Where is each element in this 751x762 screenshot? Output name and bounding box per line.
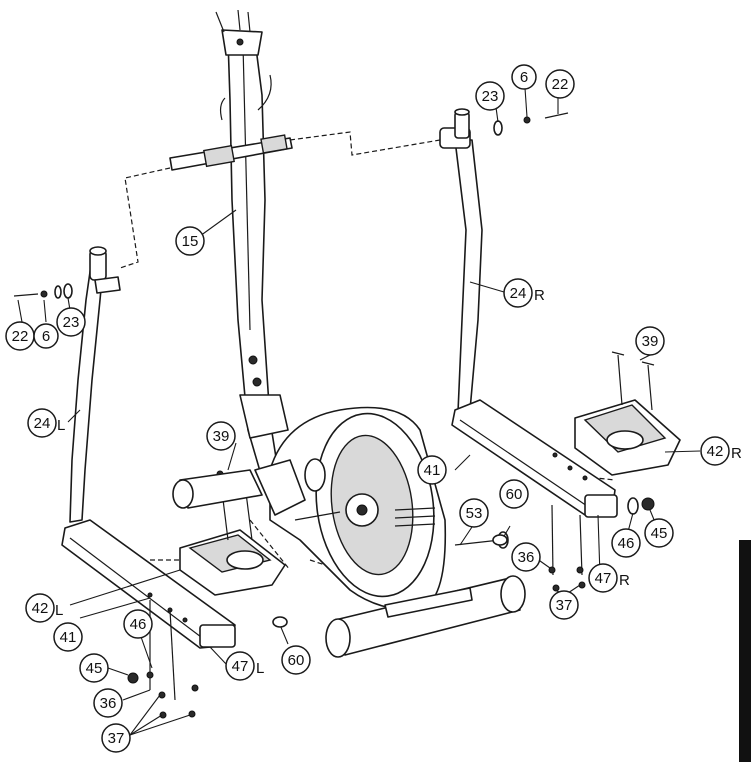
right-base-rail (451, 399, 655, 592)
svg-text:42: 42 (707, 443, 724, 460)
svg-text:24: 24 (34, 415, 51, 432)
right-arm (439, 108, 569, 413)
callout-23-left: 23 (56, 307, 86, 337)
callout-42r: 42 R (700, 436, 742, 466)
callout-53: 53 (459, 498, 489, 528)
rear-stub (172, 469, 263, 509)
svg-text:46: 46 (618, 535, 635, 552)
callout-41-right: 41 (417, 455, 447, 485)
callout-37-right: 37 (549, 590, 579, 620)
callout-6-left: 6 (33, 323, 59, 349)
callout-36-left: 36 (93, 688, 123, 718)
callout-46-left: 46 (123, 609, 153, 639)
flywheel-housing (254, 406, 447, 611)
callout-39-right: 39 (635, 326, 665, 356)
callout-60-left: 60 (281, 645, 311, 675)
washers-60 (272, 534, 508, 628)
svg-text:47: 47 (232, 658, 249, 675)
leader-lines (17, 87, 701, 736)
callout-47l: 47 L (225, 651, 264, 681)
svg-text:23: 23 (63, 314, 80, 331)
svg-text:46: 46 (130, 616, 147, 633)
svg-text:60: 60 (288, 652, 305, 669)
callout-36-right: 36 (511, 542, 541, 572)
callout-15: 15 (175, 226, 205, 256)
svg-text:24: 24 (510, 285, 527, 302)
callout-37-left: 37 (101, 723, 131, 753)
svg-text:37: 37 (108, 730, 125, 747)
svg-text:36: 36 (518, 549, 535, 566)
callout-45-right: 45 (644, 518, 674, 548)
svg-text:47: 47 (595, 570, 612, 587)
svg-text:6: 6 (520, 69, 528, 86)
callout-42l: 42 L (25, 593, 63, 623)
svg-text:42: 42 (32, 600, 49, 617)
callout-24l: 24 L (27, 408, 65, 438)
callout-47r: 47 R (588, 563, 630, 593)
callout-41-left: 41 (53, 622, 83, 652)
callout-60-right: 60 (499, 479, 529, 509)
svg-text:22: 22 (12, 328, 29, 345)
svg-text:41: 41 (424, 462, 441, 479)
pivot-axle (169, 134, 293, 171)
callout-46-right: 46 (611, 528, 641, 558)
main-mast (215, 9, 289, 479)
svg-text:60: 60 (506, 486, 523, 503)
callout-39-left: 39 (206, 421, 236, 451)
left-base-rail (61, 519, 236, 719)
svg-text:R: R (619, 572, 630, 589)
svg-text:R: R (731, 445, 742, 462)
svg-text:L: L (55, 602, 63, 619)
callout-24r: 24 R (503, 278, 545, 308)
svg-text:L: L (57, 417, 65, 434)
right-pedal (574, 351, 681, 476)
svg-text:45: 45 (86, 660, 103, 677)
svg-text:L: L (256, 660, 264, 677)
rear-stabilizer (325, 575, 526, 658)
callout-45-left: 45 (79, 653, 109, 683)
svg-text:23: 23 (482, 88, 499, 105)
svg-text:R: R (534, 287, 545, 304)
callout-6-right: 6 (511, 64, 537, 90)
svg-text:39: 39 (213, 428, 230, 445)
left-arm (13, 246, 121, 523)
svg-text:53: 53 (466, 505, 483, 522)
svg-text:36: 36 (100, 695, 117, 712)
callout-22-left: 22 (5, 321, 35, 351)
page-edge-tab (739, 540, 751, 762)
callout-23-right: 23 (475, 81, 505, 111)
svg-text:39: 39 (642, 333, 659, 350)
svg-text:15: 15 (182, 233, 199, 250)
callout-22-right: 22 (545, 69, 575, 99)
svg-text:41: 41 (60, 629, 77, 646)
svg-text:45: 45 (651, 525, 668, 542)
svg-text:6: 6 (42, 328, 50, 345)
svg-text:37: 37 (556, 597, 573, 614)
svg-text:22: 22 (552, 76, 569, 93)
